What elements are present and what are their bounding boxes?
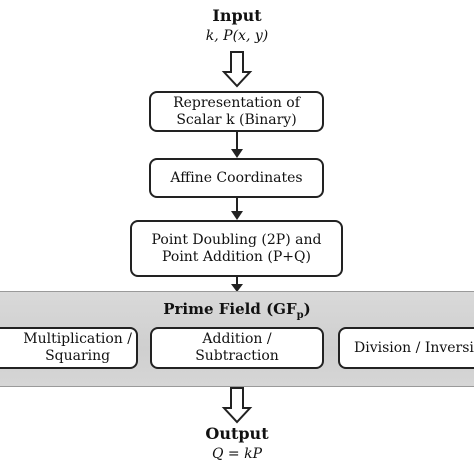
input-hollow-arrow: [221, 51, 253, 88]
arrow-step2-step3-head: [231, 211, 243, 220]
step-representation-box: Representation of Scalar k (Binary): [149, 91, 324, 132]
op-multiplication-box: Multiplication / Squaring: [0, 327, 138, 369]
op-multiplication-line2: Squaring: [45, 348, 111, 364]
prime-field-title-main: Prime Field (GF: [163, 300, 297, 318]
step-point-ops-box: Point Doubling (2P) and Point Addition (…: [130, 220, 343, 277]
op-multiplication-line1: Multiplication /: [23, 331, 132, 347]
arrow-step3-field-head: [231, 284, 243, 292]
output-title: Output: [205, 424, 269, 443]
prime-field-title: Prime Field (GFp): [0, 300, 474, 321]
step-affine-box: Affine Coordinates: [149, 158, 324, 198]
op-addition-box: Addition / Subtraction: [150, 327, 324, 369]
step-representation-line1: Representation of: [173, 94, 300, 111]
prime-field-title-end: ): [303, 300, 311, 318]
input-params: k, P(x, y): [205, 28, 269, 44]
op-division-box: Division / Inversion: [338, 327, 474, 369]
step-affine-label: Affine Coordinates: [170, 169, 303, 186]
input-title: Input: [212, 6, 262, 25]
op-division-label: Division / Inversion: [354, 339, 474, 356]
step-point-ops-line2: Point Addition (P+Q): [162, 248, 311, 265]
arrow-step1-step2-head: [231, 149, 243, 158]
op-addition-line1: Addition /: [202, 331, 272, 347]
output-hollow-arrow: [221, 387, 253, 424]
prime-field-title-sub: p: [296, 310, 304, 321]
output-formula: Q = kP: [211, 446, 262, 462]
op-addition-line2: Subtraction: [195, 348, 279, 364]
step-point-ops-line1: Point Doubling (2P) and: [151, 231, 322, 248]
step-representation-line2: Scalar k (Binary): [176, 111, 297, 128]
